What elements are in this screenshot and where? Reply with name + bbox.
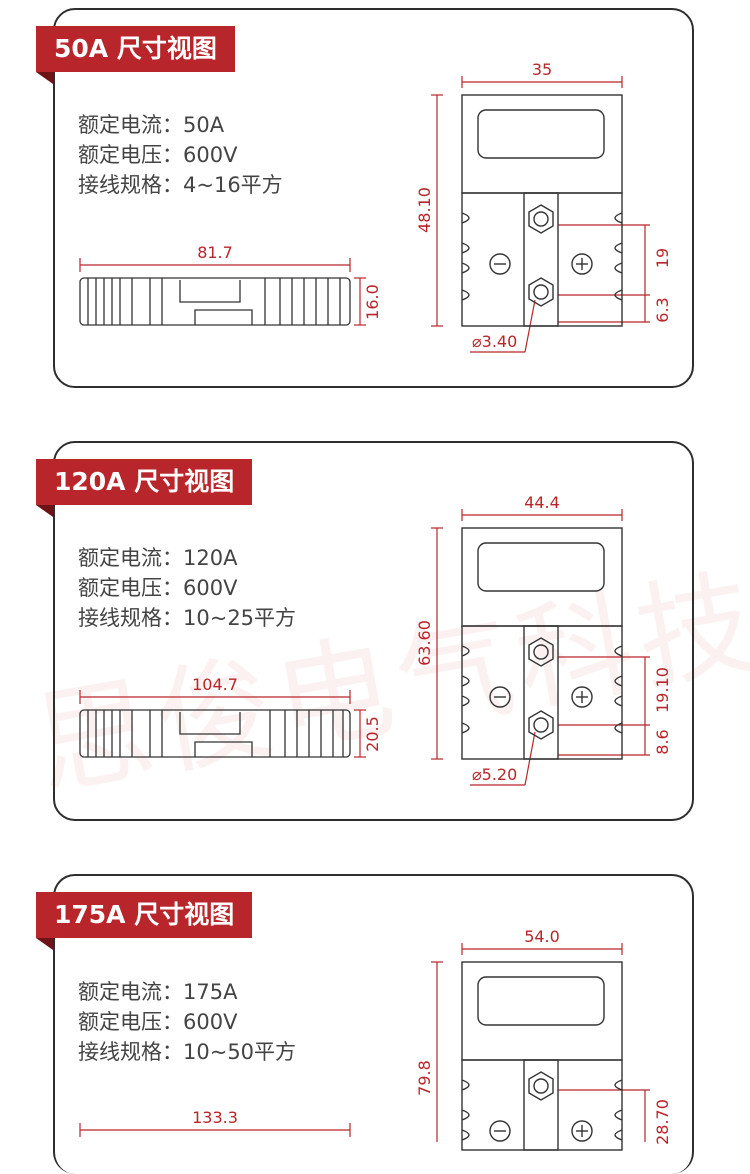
- section-title-120a: 120A 尺寸视图: [36, 459, 253, 505]
- spec-wiring: 接线规格：4~16平方: [78, 173, 283, 197]
- dim-front-height: 79.8: [415, 1060, 434, 1096]
- dim-front-width: 44.4: [524, 493, 560, 512]
- spec-current: 额定电流：50A: [78, 113, 225, 137]
- spec-voltage: 额定电压：600V: [78, 576, 238, 600]
- dim-front-width: 35: [532, 60, 552, 79]
- spec-voltage: 额定电压：600V: [78, 143, 238, 167]
- spec-card-120a: [53, 441, 694, 821]
- drawing-175a: 133.3 54.0 79.8 28.70: [79, 927, 672, 1151]
- dim-side-length: 104.7: [192, 675, 238, 694]
- dim-side-height: 20.5: [363, 716, 382, 752]
- spec-list-120a: 额定电流：120A 额定电压：600V 接线规格：10~25平方: [78, 543, 296, 633]
- drawing-120a: 104.7 20.5 44.4 63.60 19.10 8.6 ⌀5.20: [79, 493, 672, 786]
- dim-hole-diameter: ⌀5.20: [472, 765, 517, 784]
- spec-list-50a: 额定电流：50A 额定电压：600V 接线规格：4~16平方: [78, 110, 283, 200]
- dim-front-width: 54.0: [524, 927, 560, 946]
- section-title-50a: 50A 尺寸视图: [36, 26, 235, 72]
- spec-current: 额定电流：175A: [78, 980, 238, 1004]
- dim-spacing-big: 19.10: [653, 667, 672, 713]
- drawing-50a: 81.7 16.0 35 48.10 19 6.3 ⌀3.40: [79, 60, 672, 353]
- front-view-outline: [461, 961, 623, 1151]
- ribbon-fold: [36, 505, 53, 517]
- spec-card-175a: [53, 874, 694, 1174]
- dim-spacing-big: 28.70: [653, 1099, 672, 1145]
- dim-spacing-small: 8.6: [653, 729, 672, 754]
- section-title-175a: 175A 尺寸视图: [36, 892, 253, 938]
- side-view-outline: [79, 277, 351, 326]
- dim-hole-diameter: ⌀3.40: [472, 332, 517, 351]
- spec-list-175a: 额定电流：175A 额定电压：600V 接线规格：10~50平方: [78, 977, 296, 1067]
- front-view-outline: [461, 94, 623, 327]
- ribbon-fold: [36, 72, 53, 84]
- dim-front-height: 63.60: [415, 620, 434, 666]
- spec-current: 额定电流：120A: [78, 546, 238, 570]
- dim-spacing-small: 6.3: [653, 297, 672, 322]
- dim-side-length: 81.7: [197, 243, 233, 262]
- spec-voltage: 额定电压：600V: [78, 1010, 238, 1034]
- dim-spacing-big: 19: [653, 248, 672, 268]
- spec-wiring: 接线规格：10~25平方: [78, 606, 297, 630]
- spec-wiring: 接线规格：10~50平方: [78, 1040, 297, 1064]
- dim-side-length: 133.3: [192, 1108, 238, 1127]
- dim-front-height: 48.10: [415, 187, 434, 233]
- side-view-outline: [79, 709, 351, 758]
- dim-side-height: 16.0: [363, 284, 382, 320]
- front-view-outline: [461, 527, 623, 760]
- ribbon-fold: [36, 938, 53, 950]
- spec-card-50a: [53, 8, 694, 388]
